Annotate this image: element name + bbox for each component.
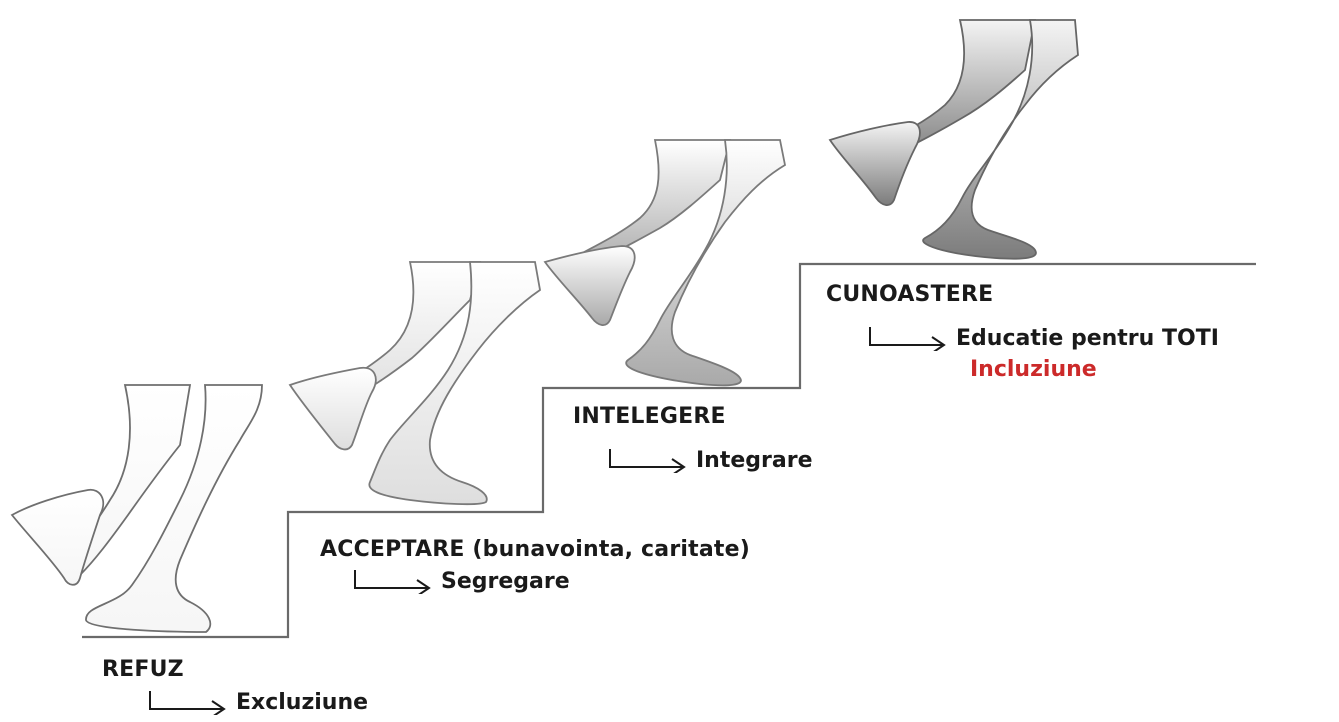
leg-illustration-step-4 — [830, 20, 1078, 259]
step-title-acceptare: ACCEPTARE (bunavointa, caritate) — [320, 537, 750, 562]
leg-illustration-step-2 — [290, 262, 540, 504]
step-result-educatie: Educatie pentru TOTI — [956, 326, 1219, 351]
step-title-refuz: REFUZ — [102, 657, 184, 682]
step-result-excluziune: Excluziune — [236, 690, 368, 715]
corner-arrow-icon — [148, 689, 230, 715]
step-result-row-2: Segregare — [353, 568, 570, 594]
step-result-segregare: Segregare — [441, 569, 570, 594]
leg-illustration-step-3 — [545, 140, 785, 385]
step-result-integrare: Integrare — [696, 448, 813, 473]
corner-arrow-icon — [868, 325, 950, 351]
corner-arrow-icon — [608, 447, 690, 473]
step-result-incluziune: Incluziune — [970, 357, 1097, 382]
step-title-intelegere: INTELEGERE — [573, 404, 726, 429]
step-result-row-4: Educatie pentru TOTI — [868, 325, 1219, 351]
leg-illustration-step-1 — [12, 385, 262, 632]
step-result-row-3: Integrare — [608, 447, 813, 473]
corner-arrow-icon — [353, 568, 435, 594]
step-result-row-1: Excluziune — [148, 689, 368, 715]
step-title-cunoastere: CUNOASTERE — [826, 282, 993, 307]
